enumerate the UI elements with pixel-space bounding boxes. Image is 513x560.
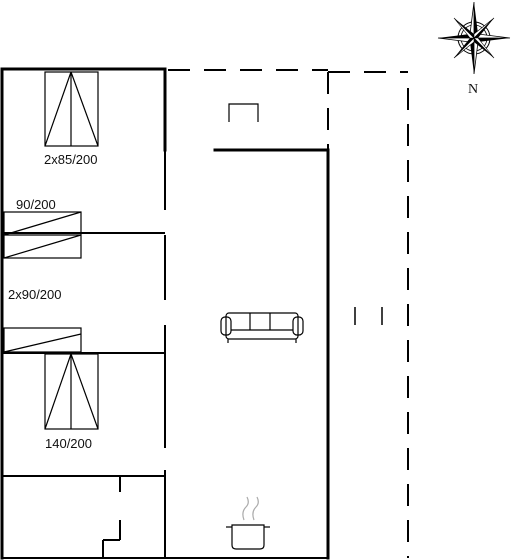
sliding-door-marks	[354, 307, 383, 325]
terrace-outline	[168, 69, 409, 558]
compass-rose-icon	[437, 1, 511, 75]
cooking-pot-icon	[226, 496, 270, 550]
bed-double	[44, 353, 99, 430]
bed-label-90: 90/200	[16, 197, 56, 212]
bed-label-2x85: 2x85/200	[44, 152, 98, 167]
fireplace-icon	[228, 103, 259, 122]
bed-label-2x90: 2x90/200	[8, 287, 62, 302]
bed-single-mid	[3, 211, 82, 259]
north-label: N	[468, 82, 478, 97]
sofa-icon	[220, 312, 304, 343]
interior-walls	[2, 150, 166, 558]
bed-label-140: 140/200	[45, 436, 92, 451]
bed-twin-top	[44, 71, 99, 147]
bed-bunk	[3, 327, 82, 353]
